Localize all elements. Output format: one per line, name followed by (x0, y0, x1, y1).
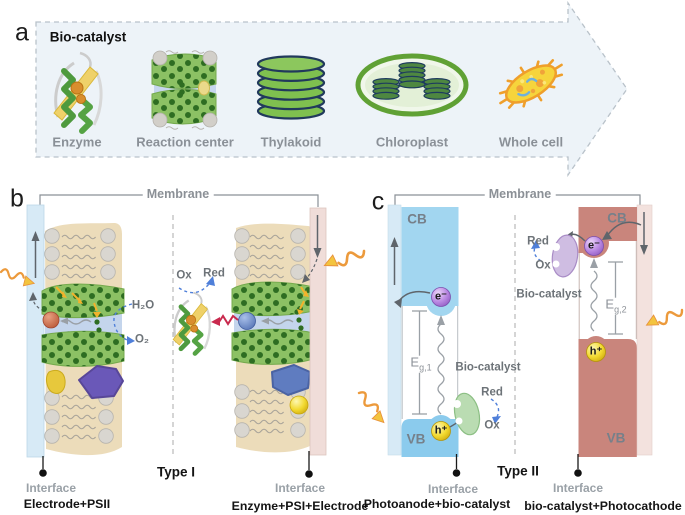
membrane-label-b: Membrane (142, 188, 214, 201)
label-thylakoid: Thylakoid (260, 134, 322, 150)
biocatalyst-label-anode: Bio-catalyst (455, 361, 521, 374)
hole-label-anode: h⁺ (434, 424, 448, 437)
bandgap-label-anode: Eg,1 (408, 354, 434, 373)
red-label-cathode: Red (527, 235, 549, 248)
electron-label-anode: e⁻ (435, 290, 447, 303)
hole-label-cathode: h⁺ (589, 345, 603, 358)
hole-sphere-cathode (586, 342, 606, 362)
caption-photocathode: bio-catalyst+Photocathode (524, 498, 682, 513)
electrode-right-b (302, 207, 327, 456)
protein-yellow-sphere (289, 395, 309, 415)
electron-sphere-cathode (584, 236, 604, 256)
electrode-to-electron-arrow (606, 221, 642, 237)
ox-red-arrow-cathode (533, 246, 542, 262)
water-splitting-arrow (113, 303, 133, 341)
ox-label-anode: Ox (484, 419, 500, 432)
vb-label-cathode: VB (606, 430, 626, 446)
interface-label-c-right: Interface (552, 481, 604, 495)
cb-label-cathode: CB (607, 210, 627, 226)
electrode-right-c (636, 204, 653, 456)
label-chloroplast: Chloroplast (375, 134, 449, 150)
electrode-left-c (387, 204, 402, 456)
ox-red-arrow-b (178, 283, 210, 294)
membrane-label-c: Membrane (484, 188, 556, 201)
electron-label-cathode: e⁻ (588, 239, 600, 252)
interface-dot-c-left (452, 469, 461, 477)
red-ox-arrow-anode (490, 398, 500, 418)
type1-label: Type I (156, 464, 196, 480)
biocatalyst-title: Bio-catalyst (49, 29, 127, 45)
label-whole-cell: Whole cell (498, 134, 564, 150)
ox-label-cathode: Ox (535, 259, 551, 272)
panel-a-letter: a (15, 18, 29, 47)
protein-purple (78, 365, 124, 399)
whole-cell-icon (498, 59, 564, 109)
interface-dot-c-right (574, 469, 582, 477)
vb-label-anode: VB (406, 431, 426, 447)
electron-sphere-anode (431, 287, 451, 307)
enzyme-biocatalyst-b (173, 293, 210, 354)
caption-enzyme-psi-electrode: Enzyme+PSI+Electrode (231, 498, 369, 513)
panel-b-letter: b (10, 184, 24, 213)
hole-sphere-anode (431, 421, 451, 441)
reaction-center-icon (151, 50, 218, 130)
chloroplast-icon (355, 53, 469, 117)
excitation-wavy-arrow-anode (437, 323, 445, 415)
panel-c-letter: c (371, 187, 385, 216)
excitation-wavy-arrow-cathode (590, 270, 598, 332)
flow-arrow (35, 0, 628, 178)
o2-label: O₂ (134, 333, 150, 346)
thylakoid-icon (256, 55, 326, 120)
biocatalyst-blob-anode (453, 392, 481, 436)
mediator-sphere-blue (238, 312, 256, 330)
caption-electrode-psii: Electrode+PSII (23, 496, 111, 511)
cb-label-anode: CB (407, 211, 427, 227)
interface-dot-b-left (39, 469, 47, 477)
caption-photoanode: Photoanode+bio-catalyst (363, 496, 511, 511)
label-enzyme: Enzyme (52, 134, 102, 150)
psii-membrane (41, 223, 125, 456)
photon-arrow-b-right (320, 240, 368, 275)
interface-label-b-left: Interface (25, 481, 77, 495)
photon-arrow-c-left (351, 388, 391, 428)
biocatalyst-label-cathode: Bio-catalyst (516, 288, 582, 301)
biocatalyst-blob-cathode (551, 234, 579, 278)
red-label-anode: Red (481, 386, 503, 399)
ox-label-b: Ox (176, 269, 192, 282)
interface-label-c-left: Interface (427, 482, 479, 496)
energy-transfer-zigzag (218, 314, 239, 326)
h2o-label: H₂O (131, 299, 155, 312)
red-label-b: Red (203, 267, 225, 280)
protein-blue (271, 364, 311, 396)
interface-label-b-right: Interface (274, 481, 326, 495)
protein-yellow (46, 369, 66, 394)
bandgap-label-cathode: Eg,2 (603, 296, 629, 315)
psi-membrane (231, 223, 315, 453)
photocathode-band (564, 207, 642, 457)
label-reaction-center: Reaction center (136, 134, 234, 150)
type2-label: Type II (497, 463, 539, 479)
electrode-left-b (26, 204, 50, 458)
interface-dot-b-right (305, 470, 313, 478)
mediator-sphere-red (42, 311, 60, 329)
